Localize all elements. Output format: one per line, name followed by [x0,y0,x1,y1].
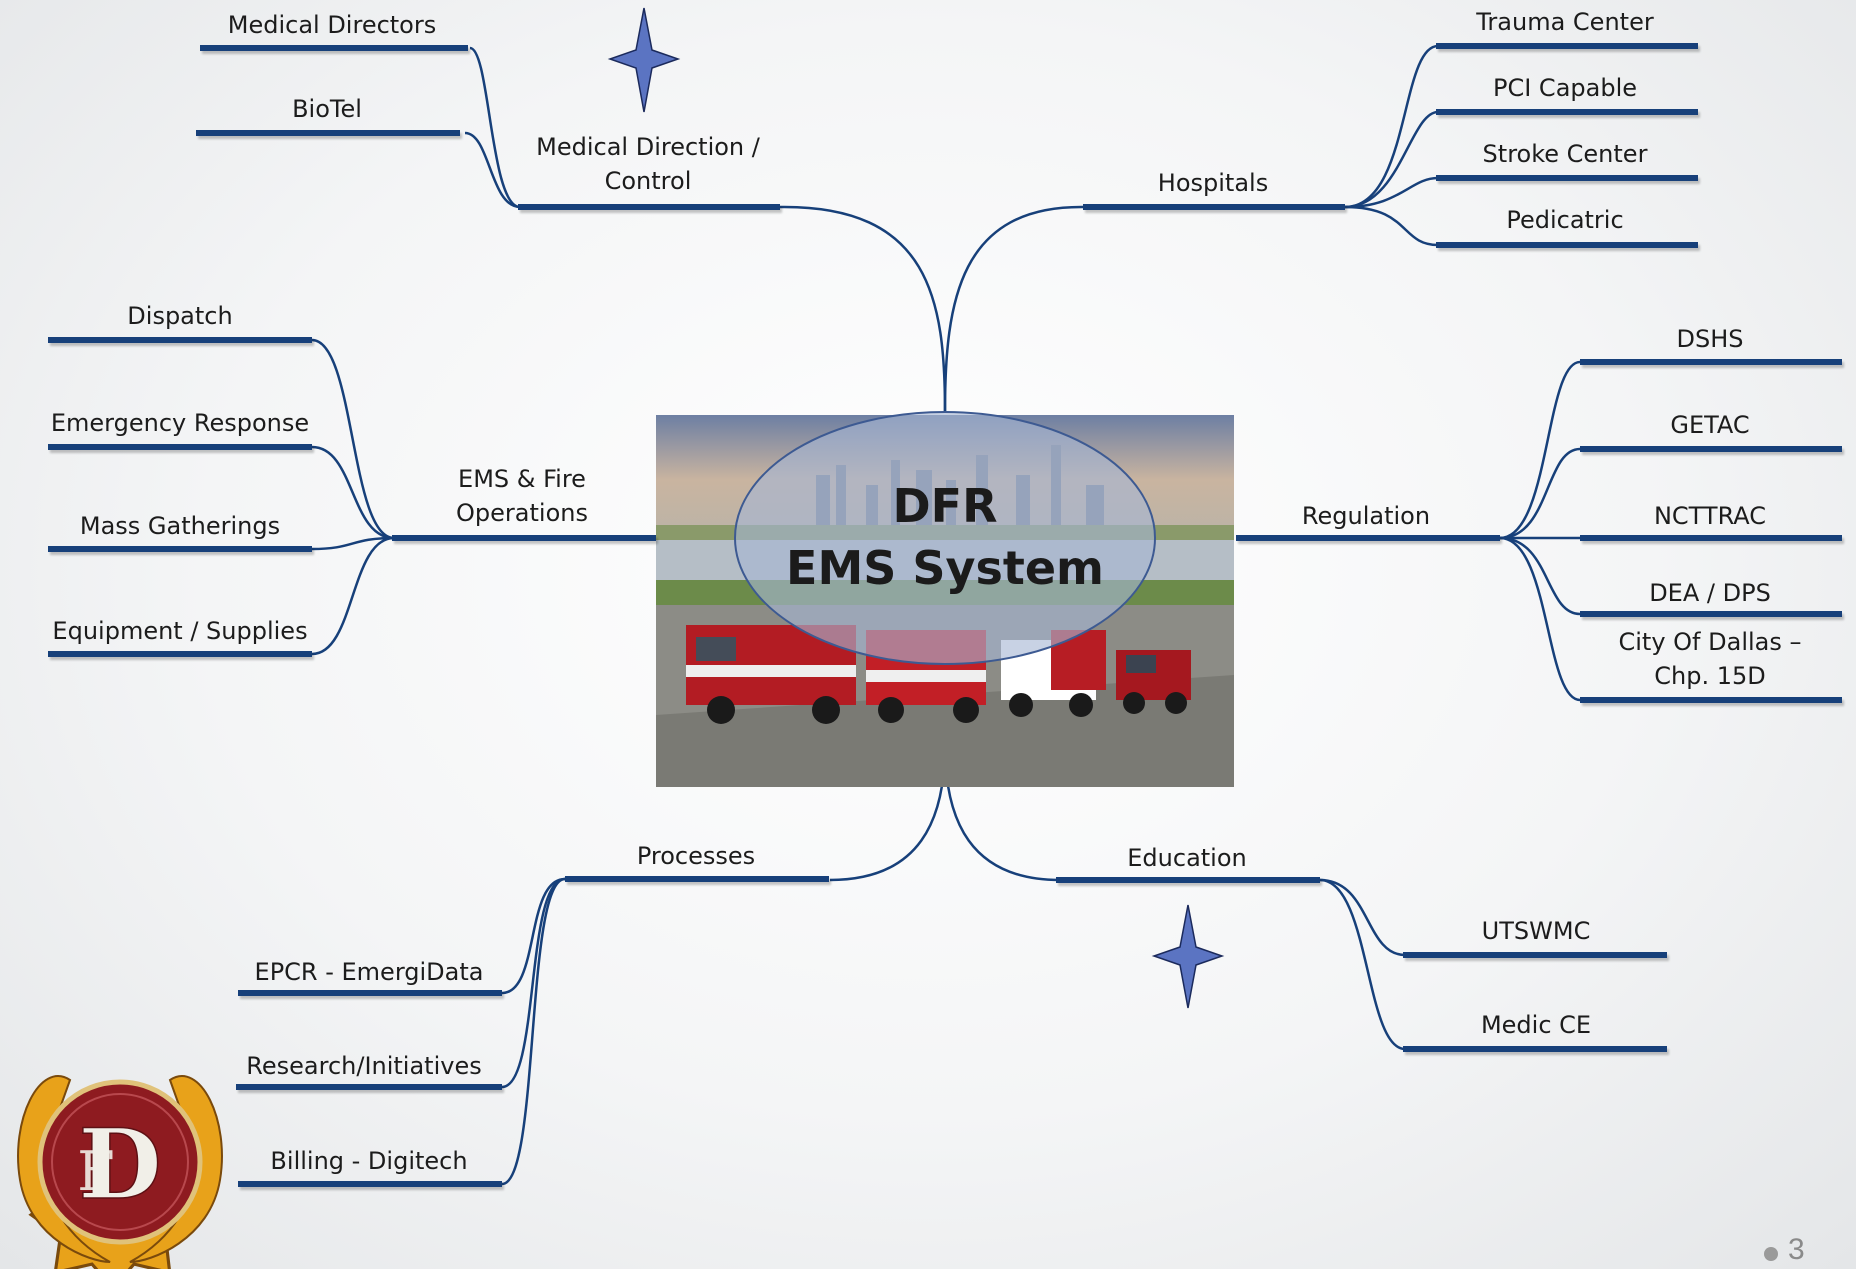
bar-hospitals [1083,204,1345,210]
node-dshs: DSHS [1676,325,1744,353]
branch-medical-direction: Medical Direction / Control [536,130,760,198]
bar-getac [1580,446,1842,452]
branch-education: Education [1127,844,1247,872]
bar-medic-ce [1403,1046,1667,1052]
bar-emergency-response [48,444,312,450]
node-city-of-dallas-line2: Chp. 15D [1654,662,1766,690]
branch-ems-fire-operations: EMS & Fire Operations [456,462,588,530]
page-dot [1764,1247,1778,1261]
bar-ems-fire-operations [392,535,656,541]
branch-ems-fire-line1: EMS & Fire [458,465,586,493]
bar-biotel [196,130,460,136]
node-equipment-supplies: Equipment / Supplies [52,617,308,645]
bar-pedicatric [1436,242,1698,248]
bar-regulation [1236,535,1500,541]
branch-medical-direction-line2: Control [604,167,692,195]
bar-ncttrac [1580,535,1842,541]
bar-dea-dps [1580,611,1842,617]
node-ncttrac: NCTTRAC [1653,502,1767,530]
node-pedicatric: Pedicatric [1506,206,1624,234]
bar-epcr-emergidata [238,990,502,996]
node-medical-directors: Medical Directors [227,11,437,39]
bar-equipment-supplies [48,651,312,657]
bar-education [1056,877,1320,883]
branch-ems-fire-line2: Operations [456,499,588,527]
node-epcr-emergidata: EPCR - EmergiData [254,958,484,986]
bar-medical-directors [200,45,468,51]
node-medic-ce: Medic CE [1480,1011,1592,1039]
node-mass-gatherings: Mass Gatherings [79,512,281,540]
bar-medical-direction [518,204,780,210]
node-dispatch: Dispatch [127,302,233,330]
fire-trucks-photo [656,415,1234,787]
node-dea-dps: DEA / DPS [1649,579,1771,607]
node-city-of-dallas: City Of Dallas – Chp. 15D [1619,625,1802,693]
page-number: 3 [1788,1233,1805,1266]
node-utswmc: UTSWMC [1481,917,1591,945]
center-node-title: DFR EMS System [786,475,1104,599]
bar-trauma-center [1436,43,1698,49]
bar-processes [565,876,829,882]
bar-mass-gatherings [48,546,312,552]
center-title-line1: DFR [892,479,998,533]
node-research-initiatives: Research/Initiatives [246,1052,482,1080]
node-biotel: BioTel [292,95,362,123]
branch-hospitals: Hospitals [1157,169,1269,197]
node-emergency-response: Emergency Response [50,409,310,437]
branch-processes: Processes [636,842,756,870]
bar-stroke-center [1436,175,1698,181]
node-pci-capable: PCI Capable [1492,74,1638,102]
bar-research-initiatives [236,1084,502,1090]
bar-pci-capable [1436,109,1698,115]
branch-medical-direction-line1: Medical Direction / [536,133,760,161]
bar-billing-digitech [238,1181,502,1187]
bar-city-of-dallas [1580,697,1842,703]
node-city-of-dallas-line1: City Of Dallas – [1618,628,1802,656]
node-billing-digitech: Billing - Digitech [270,1147,468,1175]
bar-utswmc [1403,952,1667,958]
node-stroke-center: Stroke Center [1482,140,1648,168]
branch-regulation: Regulation [1301,502,1431,530]
node-getac: GETAC [1670,411,1750,439]
node-trauma-center: Trauma Center [1476,8,1654,36]
bar-dshs [1580,359,1842,365]
center-title-line2: EMS System [786,541,1104,595]
bar-dispatch [48,337,312,343]
